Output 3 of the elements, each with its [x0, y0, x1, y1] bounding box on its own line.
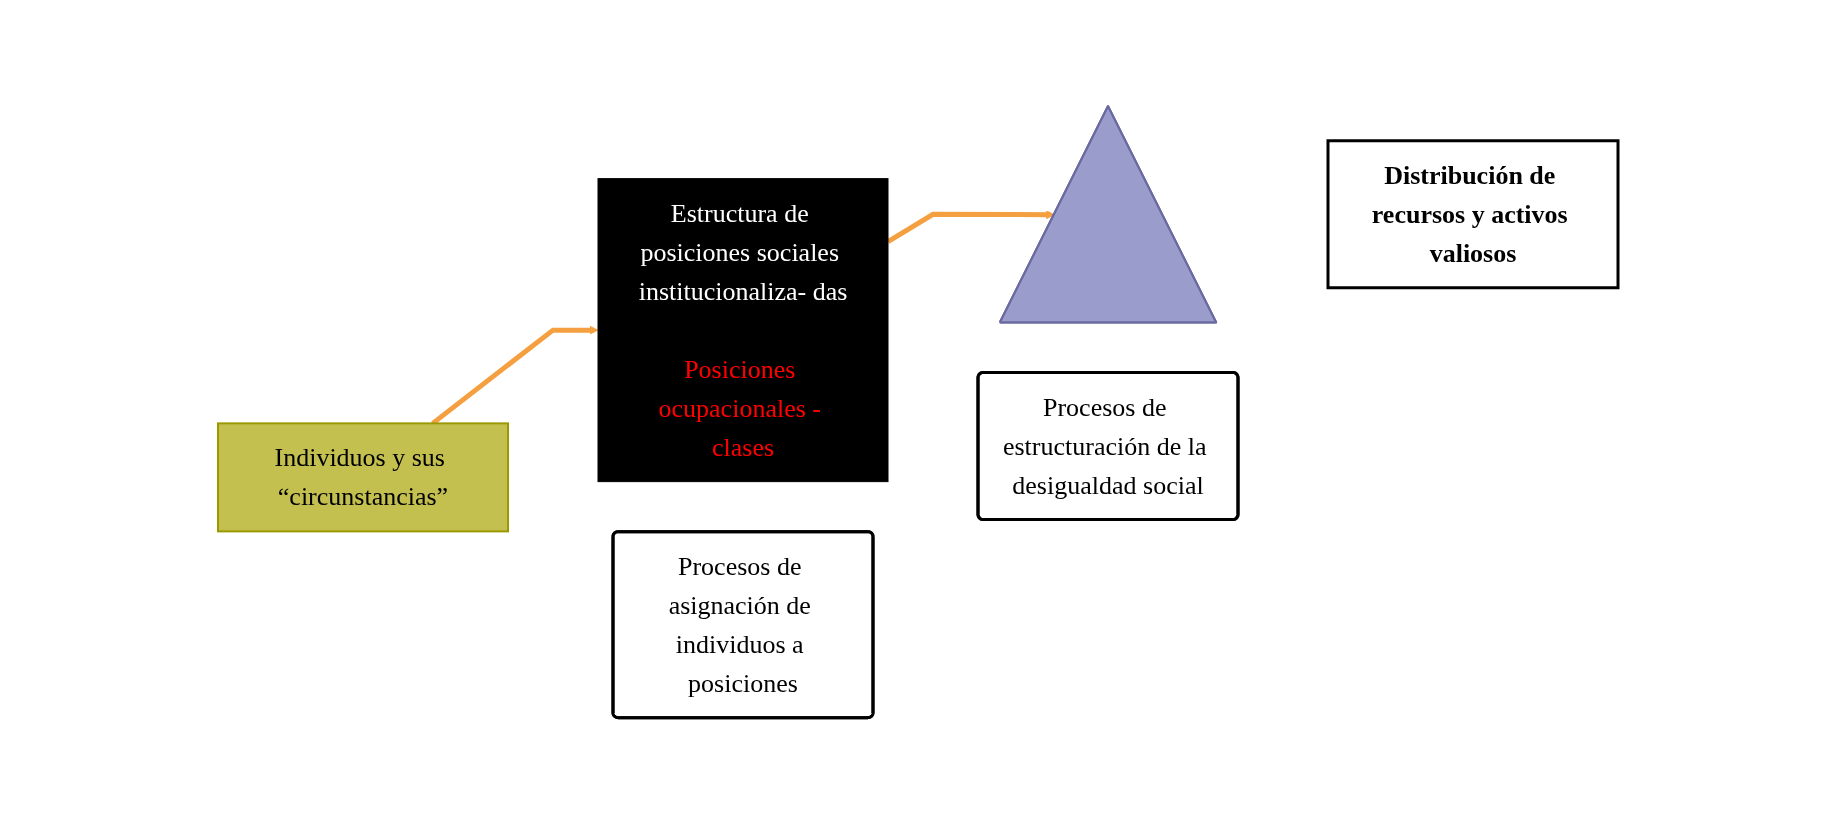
- node-box: Individuos y sus “circunstancias”: [217, 422, 509, 533]
- node-box: Estructura de posiciones sociales institucionaliza- das Posiciones ocupacionales - clases: [597, 178, 889, 483]
- node-box: Distribución de recursos y activos valiosos: [1326, 139, 1620, 290]
